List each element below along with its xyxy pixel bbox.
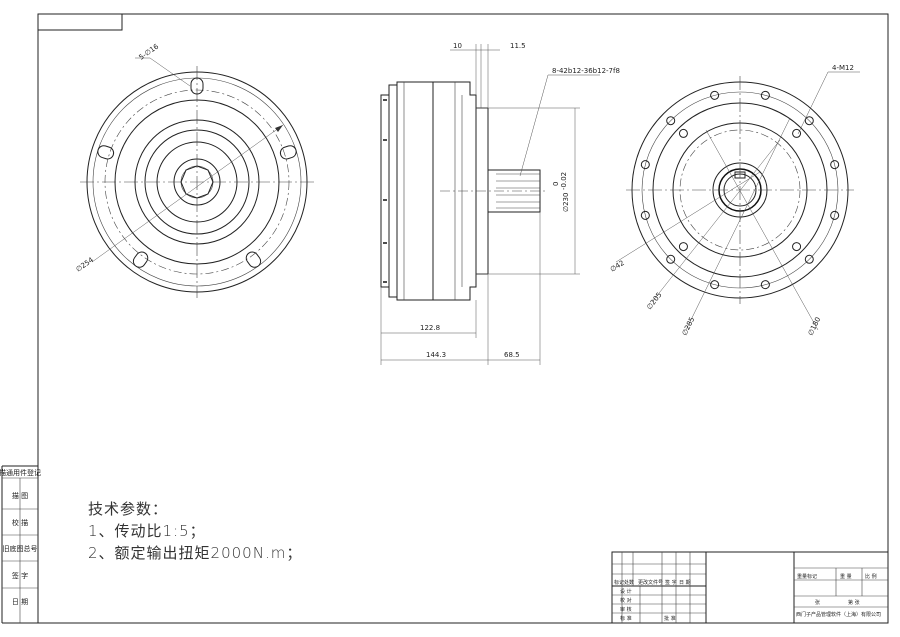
tb-label-standard: 标 准: [620, 615, 632, 622]
side-label-trace: 描 图: [12, 491, 28, 500]
right-dim-42: ∅42: [609, 259, 626, 274]
notes-title: 技术参数：: [88, 500, 169, 518]
side-label-register: 描通用件登记: [0, 468, 41, 477]
side-view: 10 11.5 8-42b12-36b12-7f8 ∅230 0 -0.02 1…: [380, 42, 620, 365]
tb-sheet-no: 第 张: [848, 599, 860, 606]
side-label-check-trace: 校 描: [12, 518, 28, 527]
side-spline-dim: 8-42b12-36b12-7f8: [552, 67, 620, 75]
tb-label-date: 日 期: [679, 580, 691, 586]
drawing-border: [37, 13, 889, 624]
tb-label-mark: 标记: [614, 579, 624, 586]
outer-bolt-holes: [640, 90, 840, 290]
right-view: 4-M12 ∅42 ∅205 ∅285 ∅180: [609, 64, 860, 337]
title-block: 标记 处数 更改文件号 签 字 日 期 设 计 校 对 审 核 标 准 批 准 …: [611, 551, 889, 624]
tb-label-design: 设 计: [620, 588, 632, 595]
tb-label-approve: 批 准: [664, 615, 676, 622]
tapped-holes: [678, 128, 802, 252]
notes-ratio: 1、传动比1:5；: [88, 522, 206, 540]
top-left-tab: [38, 14, 123, 31]
side-dim-68-5: 68.5: [504, 351, 520, 359]
left-view: 5-∅16 ∅254: [75, 42, 314, 298]
side-dim-10: 10: [453, 42, 462, 50]
tb-label-sign: 签 字: [665, 579, 677, 586]
tb-label-change-doc: 更改文件号: [638, 579, 663, 586]
right-dim-180: ∅180: [807, 316, 823, 337]
tb-scale: 比 例: [865, 573, 877, 580]
right-threads-dim: 4-M12: [832, 64, 854, 72]
tb-weight: 重 量: [840, 573, 852, 580]
side-dim-11-5: 11.5: [510, 42, 526, 50]
side-tol-lower: -0.02: [560, 172, 568, 190]
right-dim-205: ∅205: [645, 291, 663, 311]
side-strip: 描通用件登记 描 图 校 描 旧底图总号 签 字 日 期: [0, 465, 41, 624]
right-dim-285: ∅285: [681, 316, 697, 337]
left-diameter-dim: ∅254: [75, 256, 96, 274]
left-holes-dim: 5-∅16: [138, 42, 161, 61]
flange-slots: [97, 77, 297, 268]
side-label-date: 日 期: [12, 598, 28, 606]
tb-weight-mark: 重量标记: [797, 573, 817, 580]
side-label-old-number: 旧底图总号: [3, 544, 38, 553]
side-dim-144-3: 144.3: [426, 351, 446, 359]
tb-label-review: 审 核: [620, 606, 632, 613]
tb-label-count: 处数: [624, 579, 634, 586]
side-label-signature: 签 字: [12, 571, 28, 580]
output-spline-shaft: [440, 169, 548, 213]
tb-company: 西门子产品管理软件（上海）有限公司: [796, 611, 881, 618]
notes-torque: 2、额定输出扭矩2000N.m；: [88, 544, 303, 562]
tb-label-check: 校 对: [620, 597, 632, 604]
side-tol-upper: 0: [552, 182, 560, 186]
side-dim-122-8: 122.8: [420, 324, 440, 332]
tb-sheets: 张: [815, 599, 820, 606]
side-dim-230: ∅230: [562, 193, 570, 212]
technical-notes: 技术参数： 1、传动比1:5； 2、额定输出扭矩2000N.m；: [88, 498, 302, 564]
